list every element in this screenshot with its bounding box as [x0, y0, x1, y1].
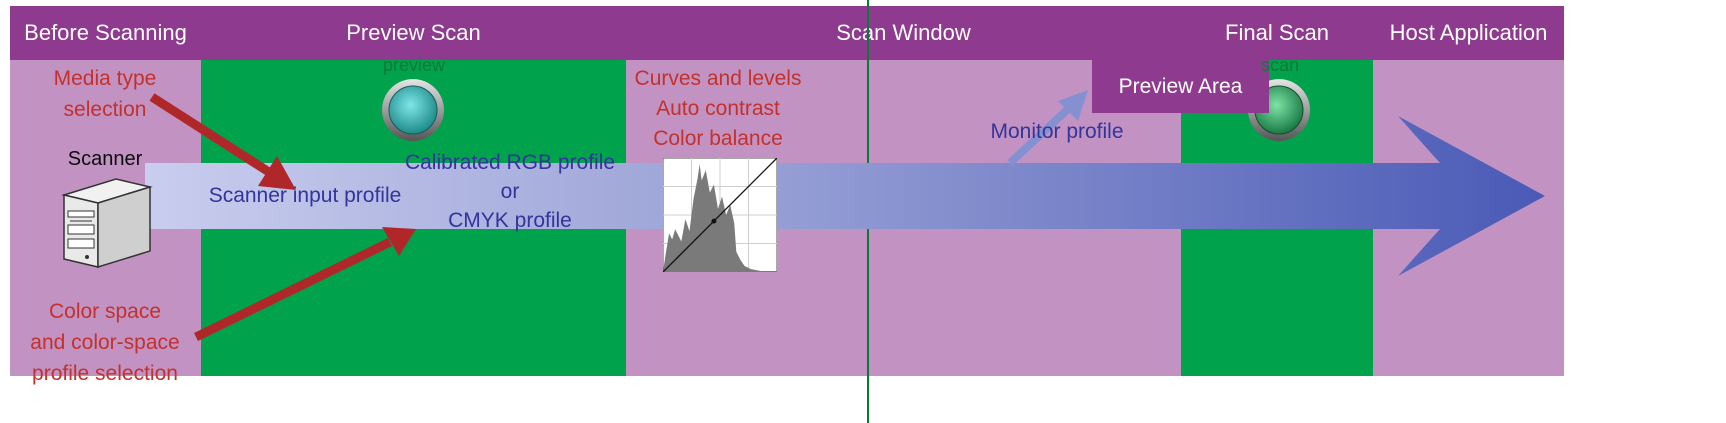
- color-space-line-1: Color space: [48, 300, 162, 323]
- media-type-line-2: selection: [63, 98, 147, 121]
- cmyk-profile-line: CMYK profile: [448, 209, 572, 232]
- scan-button-label: scan: [1260, 55, 1300, 75]
- color-balance-line: Color balance: [653, 127, 783, 150]
- column-header-before-scanning: Before Scanning: [10, 6, 201, 60]
- color-space-line-3: profile selection: [32, 362, 178, 385]
- curves-levels-line: Curves and levels: [634, 67, 802, 90]
- color-space-label: Color space and color-space profile sele…: [15, 296, 195, 389]
- column-header-host-application: Host Application: [1373, 6, 1564, 60]
- scanner-input-profile-label: Scanner input profile: [208, 184, 402, 207]
- curves-histogram-icon: [663, 158, 777, 272]
- auto-contrast-line: Auto contrast: [656, 97, 780, 120]
- or-line: or: [500, 180, 520, 203]
- film-scanner-icon: [61, 178, 153, 269]
- column-header-scan-window: Scan Window: [626, 6, 1181, 60]
- media-type-line-1: Media type: [53, 67, 157, 90]
- media-type-label: Media type selection: [45, 63, 165, 125]
- column-header-final-scan: Final Scan: [1181, 6, 1373, 60]
- calibrated-profile-label: Calibrated RGB profile or CMYK profile: [400, 148, 620, 235]
- calibrated-rgb-line: Calibrated RGB profile: [404, 151, 616, 174]
- round-preview-button-icon: [382, 79, 444, 141]
- monitor-profile-label: Monitor profile: [990, 120, 1124, 143]
- preview-area-label: Preview Area: [1092, 60, 1269, 113]
- adjustments-label: Curves and levels Auto contrast Color ba…: [630, 64, 806, 154]
- color-space-line-2: and color-space: [30, 331, 180, 354]
- preview-button-label: preview: [382, 55, 446, 75]
- column-header-preview-scan: Preview Scan: [201, 6, 626, 60]
- scanner-label: Scanner: [67, 148, 143, 170]
